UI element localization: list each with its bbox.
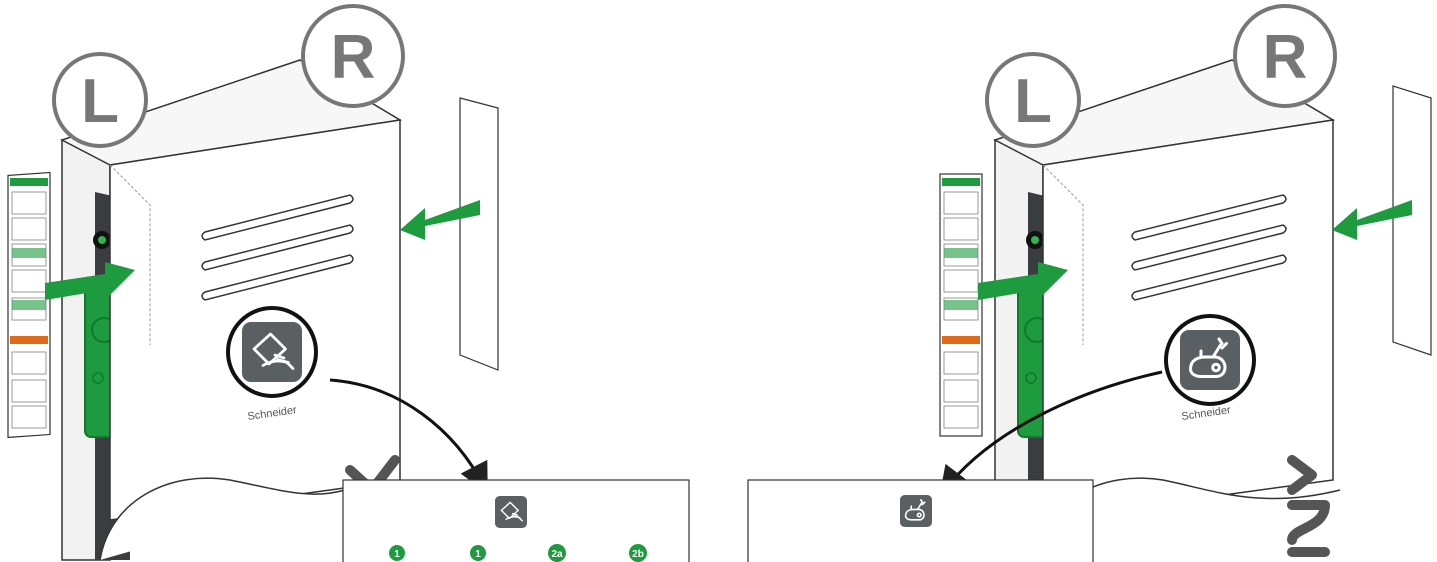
svg-text:R: R [331,23,376,92]
rfid-card-hand-icon [242,322,302,382]
circle-label-R-right: R [1233,4,1337,108]
step-badge-1b: 1 [470,545,486,561]
left-figure: Schneider L R [7,4,690,562]
right-side-label-panel [1392,85,1432,356]
left-side-label-panel [459,97,499,371]
right-label-strip [939,173,983,437]
highlight-circle-rfid [226,306,318,398]
svg-text:2a: 2a [551,549,563,560]
svg-text:2b: 2b [632,549,644,560]
plug-cable-icon [1180,330,1240,390]
plug-cable-small-icon [900,495,932,527]
right-zoom-card [747,479,1094,562]
right-figure: Schneider L R [747,4,1432,562]
highlight-circle-plug [1164,314,1256,406]
svg-text:1: 1 [475,549,481,560]
step-badge-1a: 1 [389,545,405,561]
rfid-card-small-icon [495,496,527,528]
circle-label-L-right: L [985,52,1081,148]
circle-label-L: L [52,52,148,148]
right-arrow-insert-icon [978,262,1068,300]
step-badge-2a: 2a [548,544,566,562]
svg-text:L: L [81,67,119,136]
circle-label-R: R [301,4,405,108]
left-arrow-side-icon [400,200,480,240]
left-zoom-card: 1 1 2a 2b [342,479,690,562]
svg-text:1: 1 [394,549,400,560]
right-arrow-side-icon [1332,200,1412,240]
left-arrow-insert-icon [45,262,135,300]
step-badge-2b: 2b [629,544,647,562]
svg-text:R: R [1263,23,1308,92]
svg-text:L: L [1014,67,1052,136]
left-label-strip [7,171,51,439]
